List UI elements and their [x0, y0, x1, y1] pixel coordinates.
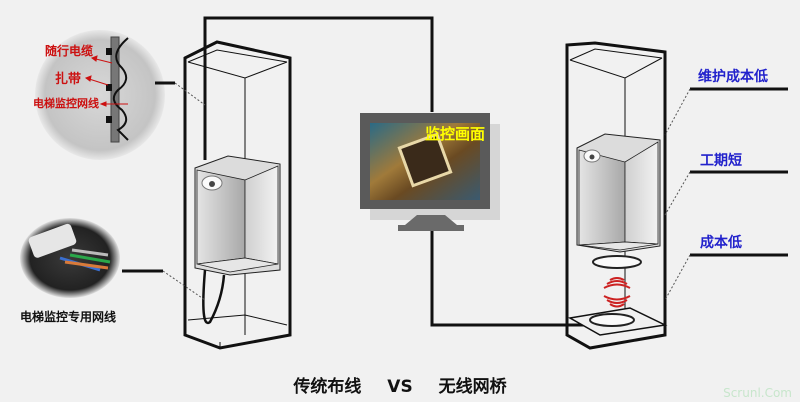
benefit-low-maintenance: 维护成本低	[698, 69, 768, 85]
network-cable-route	[203, 16, 590, 327]
wireless-bridge-bottom-icon	[589, 313, 635, 327]
benefit-callout-lines	[664, 87, 788, 301]
benefit-short-schedule: 工期短	[700, 153, 742, 169]
monitor	[360, 113, 500, 231]
title-left: 传统布线	[293, 377, 362, 397]
label-dedicated-network-cable: 电梯监控专用网线	[20, 310, 117, 324]
traveling-cable	[202, 269, 226, 325]
right-elevator-car	[576, 133, 661, 253]
wireless-signal-icon	[603, 277, 631, 308]
dome-camera-icon	[201, 175, 223, 191]
benefit-low-cost: 成本低	[700, 235, 742, 251]
label-elevator-monitor-cable: 电梯监控网线	[33, 97, 99, 110]
watermark: Scrunl.Com	[723, 386, 792, 400]
dome-camera-icon	[583, 149, 601, 163]
wireless-bridge-top-icon	[592, 255, 642, 269]
monitor-label: 监控画面	[425, 125, 486, 143]
label-traveling-cable: 随行电缆	[45, 44, 94, 58]
title-right: 无线网桥	[438, 377, 507, 397]
label-cable-tie: 扎带	[55, 72, 82, 87]
elevator-network-cable-callout	[20, 218, 206, 301]
cable-tie-detail-callout	[35, 30, 206, 160]
title-vs: VS	[387, 377, 413, 397]
diagram-title: 传统布线 VS 无线网桥	[0, 372, 800, 397]
left-elevator-car	[194, 155, 281, 276]
